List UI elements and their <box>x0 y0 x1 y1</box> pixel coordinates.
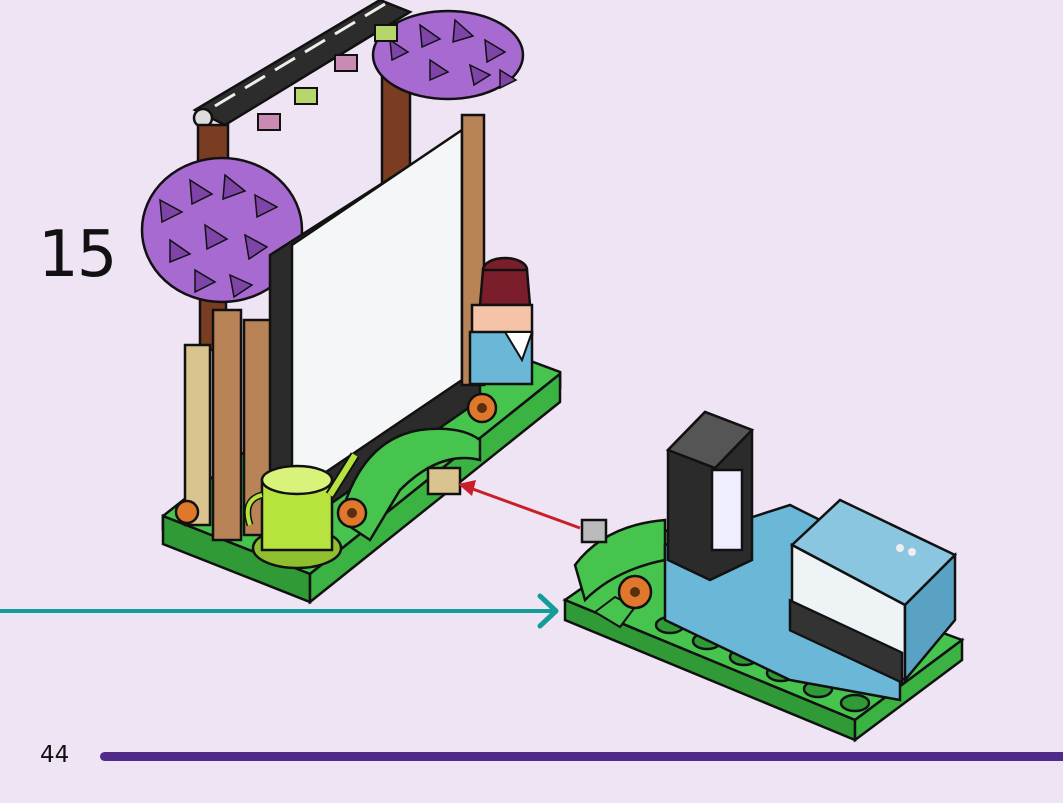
tan-connector <box>426 466 462 496</box>
cooler-box <box>788 498 958 685</box>
front-purple-foliage <box>140 156 304 304</box>
screen-stand-model <box>140 0 562 605</box>
cooler-subassembly <box>562 410 965 743</box>
wooden-fence <box>183 308 276 542</box>
watering-can <box>244 452 360 570</box>
progress-bar <box>100 752 1063 761</box>
minifigure <box>468 256 534 386</box>
assembly-arrow <box>0 593 559 629</box>
black-chair-back <box>665 410 755 582</box>
orange-flowers <box>174 392 498 529</box>
light-string-beam <box>192 0 413 131</box>
attach-arrow <box>458 480 581 530</box>
step-number: 15 <box>38 218 117 292</box>
top-purple-foliage <box>371 9 525 101</box>
progress-bar-fill <box>100 752 1063 761</box>
page-number: 44 <box>40 742 70 768</box>
